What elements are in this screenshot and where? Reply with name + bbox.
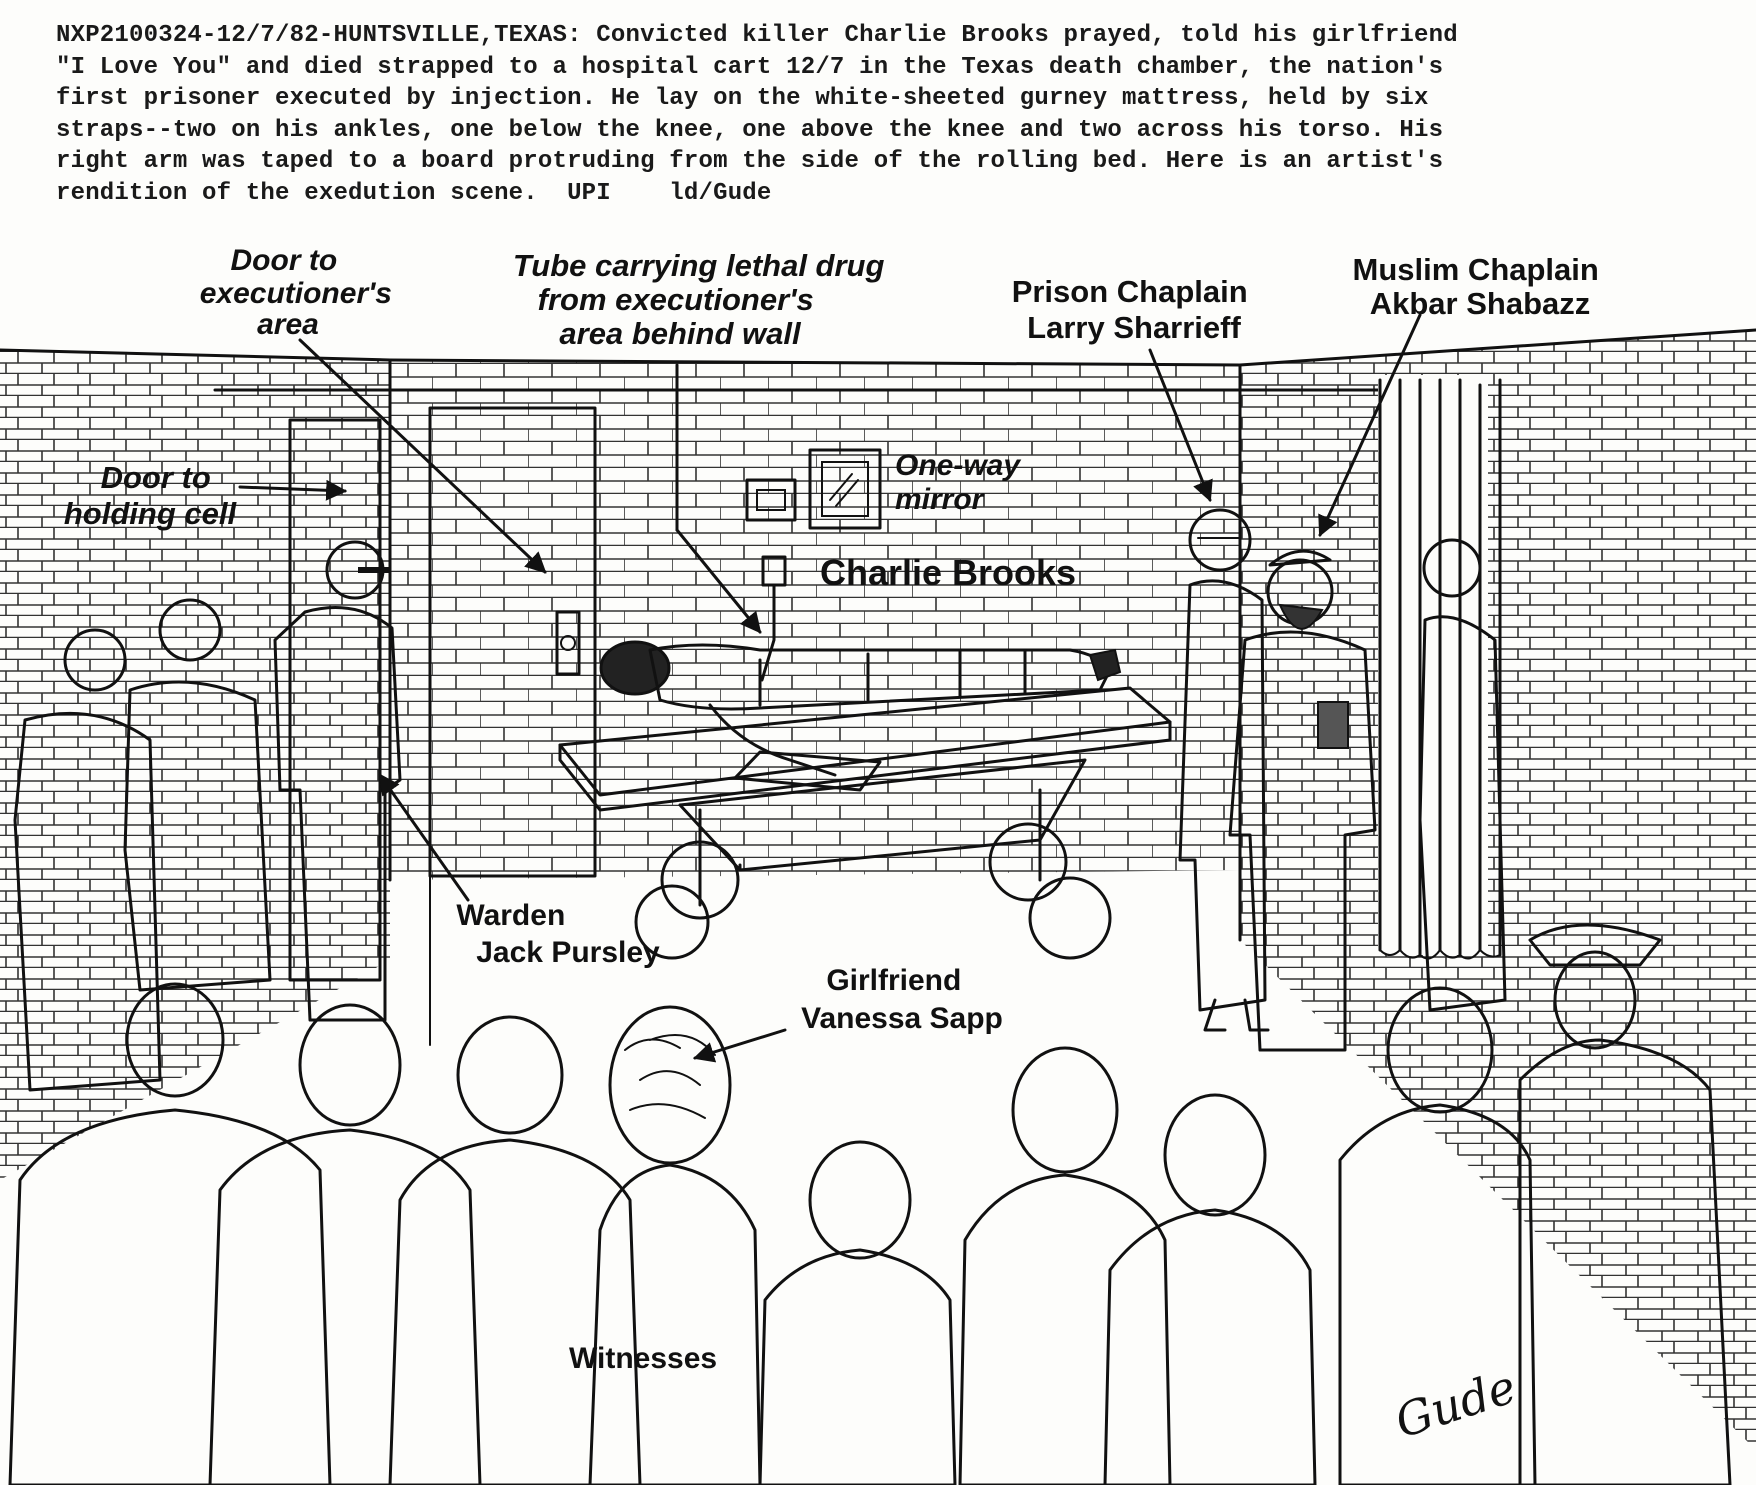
caption-line: rendition of the exedution scene. UPI ld… xyxy=(56,179,772,207)
label-warden: Warden Jack Pursley xyxy=(456,899,660,969)
caption-line: first prisoner executed by injection. He… xyxy=(56,85,1429,112)
gurney-wheel xyxy=(988,822,1068,902)
label-girlfriend-line: Vanessa Sapp xyxy=(801,1002,1003,1035)
label-muslim-chaplain-line: Akbar Shabazz xyxy=(1370,286,1591,321)
standing-official-figure xyxy=(1418,538,1507,1012)
label-door-executioner-line: area xyxy=(257,308,319,341)
label-warden-line: Warden xyxy=(456,899,565,932)
caption-text: NXP2100324-12/7/82-HUNTSVILLE,TEXAS: Con… xyxy=(56,20,1716,209)
gurney xyxy=(558,686,1172,960)
arrow-girlfriend xyxy=(692,1028,787,1063)
label-mirror: One-way mirror xyxy=(895,449,1028,516)
officer-figure xyxy=(1518,923,1732,1485)
label-charlie-brooks: Charlie Brooks xyxy=(820,552,1076,593)
label-door-holding: Door to holding cell xyxy=(64,460,238,531)
label-girlfriend: Girlfriend Vanessa Sapp xyxy=(801,964,1003,1035)
witness-standing-figure xyxy=(13,628,162,1092)
witness-figure xyxy=(1338,986,1537,1485)
label-door-holding-line: holding cell xyxy=(64,496,238,531)
arm-board xyxy=(733,750,882,792)
label-door-executioner: Door to executioner's area xyxy=(200,244,401,341)
caption-line: NXP2100324-12/7/82-HUNTSVILLE,TEXAS: Con… xyxy=(56,22,1458,49)
right-wall xyxy=(1240,330,1756,1450)
arrow-door-holding xyxy=(238,479,348,501)
warden-figure xyxy=(273,540,431,1046)
label-witnesses: Witnesses xyxy=(569,1342,717,1375)
caption-line: "I Love You" and died strapped to a hosp… xyxy=(56,53,1444,81)
arrow-door-executioner xyxy=(298,338,547,574)
label-door-executioner-line: Door to xyxy=(231,244,338,277)
door-knob xyxy=(560,635,576,651)
book xyxy=(1317,701,1349,749)
room-walls xyxy=(0,328,1756,1450)
caption-line: straps--two on his ankles, one below the… xyxy=(56,116,1444,144)
prison-chaplain-figure xyxy=(1178,508,1270,1032)
label-muslim-chaplain-line: Muslim Chaplain xyxy=(1353,252,1599,287)
label-tube-line: area behind wall xyxy=(559,316,802,351)
back-wall xyxy=(390,360,1240,880)
label-mirror-line: mirror xyxy=(895,483,986,516)
gurney-wheel xyxy=(634,884,710,960)
arrow-muslim-chaplain xyxy=(1318,313,1422,537)
label-tube-line: Tube carrying lethal drug xyxy=(513,248,885,283)
witness-figure xyxy=(8,982,332,1485)
arrow-prison-chaplain xyxy=(1148,348,1213,502)
witness-figure xyxy=(388,1015,642,1485)
witness-figure xyxy=(1103,1093,1317,1485)
holding-cell-door xyxy=(288,418,382,982)
left-wall xyxy=(0,350,390,1180)
witness-figure xyxy=(208,1003,482,1485)
witness-figure xyxy=(958,1046,1172,1485)
artist-signature: Gude xyxy=(1389,1359,1523,1448)
label-tube: Tube carrying lethal drug from execution… xyxy=(513,248,893,351)
foreground-witnesses xyxy=(8,923,1732,1485)
label-door-executioner-line: executioner's xyxy=(200,277,392,310)
label-prison-chaplain-line: Larry Sharrieff xyxy=(1027,310,1241,345)
labels: Door to executioner's area Tube carrying… xyxy=(64,244,1608,1375)
charlie-brooks-figure xyxy=(599,640,1122,792)
witness-figure xyxy=(758,1140,957,1485)
muslim-chaplain-figure xyxy=(1228,549,1377,1052)
gurney-wheel xyxy=(660,840,740,920)
arrow-tube xyxy=(675,528,762,634)
one-way-mirror xyxy=(745,448,882,530)
gurney-wheel xyxy=(1028,876,1112,960)
curtain xyxy=(1378,375,1502,960)
label-prison-chaplain-line: Prison Chaplain xyxy=(1012,274,1248,309)
executioner-door xyxy=(428,406,597,878)
girlfriend-figure xyxy=(588,1005,762,1485)
label-muslim-chaplain: Muslim Chaplain Akbar Shabazz xyxy=(1353,252,1608,321)
witness-standing-figure xyxy=(123,598,272,992)
label-mirror-line: One-way xyxy=(895,449,1021,482)
label-door-holding-line: Door to xyxy=(101,460,211,495)
arrow-warden xyxy=(378,773,470,902)
label-warden-line: Jack Pursley xyxy=(476,936,660,969)
label-arrows xyxy=(238,313,1422,1063)
caption-line: right arm was taped to a board protrudin… xyxy=(56,148,1444,175)
label-prison-chaplain: Prison Chaplain Larry Sharrieff xyxy=(1012,274,1257,345)
label-tube-line: from executioner's xyxy=(538,282,814,317)
iv-tube xyxy=(760,555,787,682)
label-girlfriend-line: Girlfriend xyxy=(826,964,961,997)
